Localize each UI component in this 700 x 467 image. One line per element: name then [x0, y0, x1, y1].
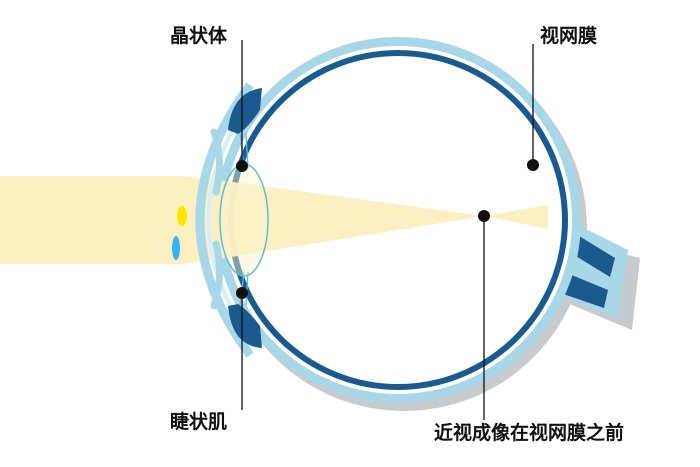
- focus-note-label: 近视成像在视网膜之前: [434, 422, 625, 444]
- lens-label: 晶状体: [170, 25, 228, 47]
- ciliary-marker-dot: [236, 287, 248, 299]
- cornea: [195, 82, 254, 358]
- lens: [219, 163, 269, 277]
- retina-marker-dot: [527, 159, 539, 171]
- leader-lines: [241, 40, 534, 420]
- ciliary-body-upper: [228, 88, 262, 134]
- lens-marker-dot: [236, 160, 248, 172]
- light-beam-diverging: [484, 205, 548, 229]
- focal-point-dot: [478, 210, 490, 222]
- iris-upper: [210, 128, 223, 196]
- ciliary-muscle-label: 睫状肌: [170, 411, 228, 433]
- light-beam-inner: [182, 176, 484, 264]
- iris-lower: [210, 240, 223, 310]
- cornea-highlight: [177, 206, 187, 226]
- ciliary-body-lower: [228, 304, 262, 348]
- retina-label: 视网膜: [540, 25, 598, 47]
- cornea-blue-mark: [172, 236, 180, 260]
